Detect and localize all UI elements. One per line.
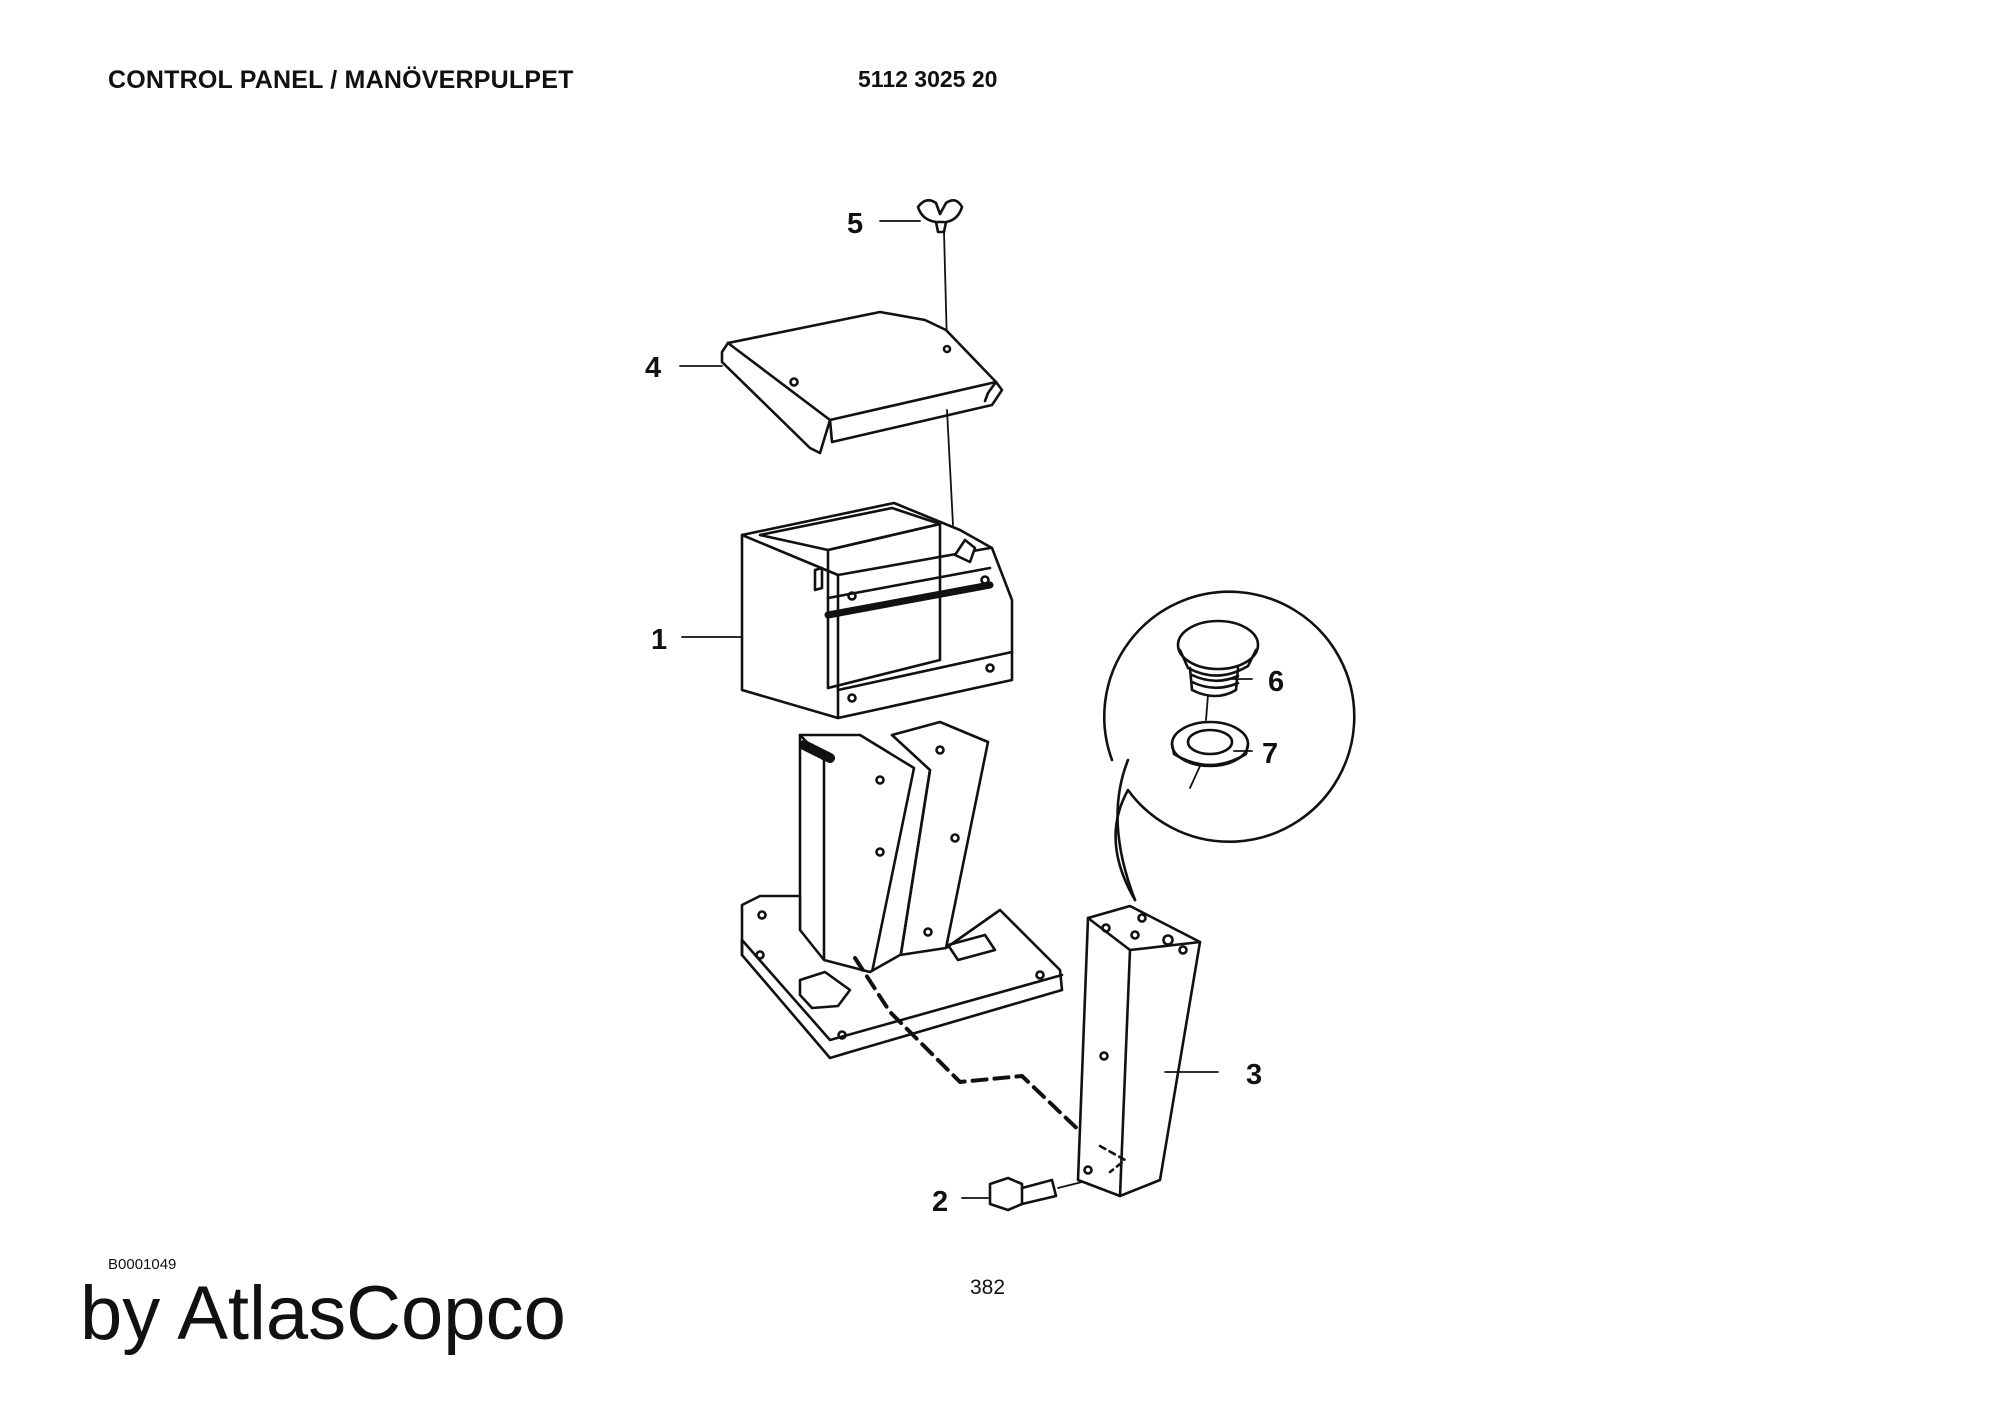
wing-nut-part (916, 198, 964, 234)
callout-7: 7 (1262, 738, 1278, 770)
figure-code: B0001049 (108, 1256, 177, 1273)
watermark-text: by AtlasCopco (80, 1271, 566, 1356)
page-title: CONTROL PANEL / MANÖVERPULPET (108, 66, 574, 94)
detail-circle (1102, 590, 1356, 902)
page-number: 382 (970, 1276, 1006, 1299)
callout-1: 1 (651, 624, 667, 656)
callout-5: 5 (847, 208, 863, 240)
part-number: 5112 3025 20 (858, 66, 998, 92)
callout-6: 6 (1268, 666, 1284, 698)
callout-2: 2 (932, 1186, 948, 1218)
base-plate (740, 894, 1064, 1060)
stand-frame (798, 720, 990, 1004)
control-box-part (740, 501, 1014, 720)
cover-lid-part (720, 310, 1004, 455)
square-tube-part (1076, 904, 1202, 1198)
callout-4: 4 (645, 352, 661, 384)
callout-3: 3 (1246, 1059, 1262, 1091)
bolt-part (988, 1176, 1058, 1212)
